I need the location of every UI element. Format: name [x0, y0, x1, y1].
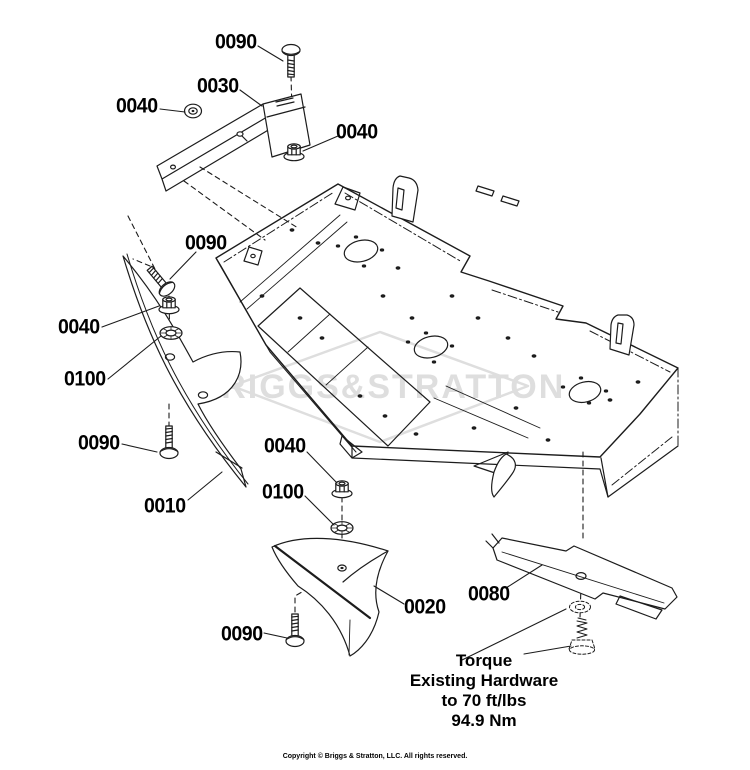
carriage-bolt-bottom [286, 614, 304, 647]
callout-0040-mid: 0040 [58, 315, 100, 339]
callout-0040-center: 0040 [264, 434, 306, 458]
part-0020-mulch-baffle [271, 537, 389, 657]
washer-mid [159, 326, 183, 340]
callout-0010: 0010 [144, 494, 186, 518]
callout-0090-top: 0090 [215, 30, 257, 54]
copyright-text: Copyright © Briggs & Stratton, LLC. All … [282, 753, 468, 760]
carriage-bolt-top [281, 43, 301, 78]
washer-center [330, 521, 354, 535]
briggs-stratton-watermark: BRIGGS&STRATTON [195, 330, 566, 444]
part-0010-curved-baffle [122, 253, 249, 488]
mower-deck-drawing [215, 175, 679, 498]
flange-nut-top-left [183, 103, 203, 119]
torque-note-line: 94.9 Nm [451, 711, 517, 730]
callout-0090-bottom: 0090 [221, 622, 263, 646]
callout-0090-lower-left: 0090 [78, 431, 120, 455]
part-0030-baffle-bracket [156, 93, 311, 192]
part-0080-blade [485, 533, 678, 620]
callout-leader-lines [101, 45, 572, 661]
flange-nut-mid [158, 296, 180, 315]
carriage-bolt-lower-left [160, 426, 178, 459]
existing-blade-hardware [568, 600, 596, 655]
callout-0040-top-left: 0040 [116, 94, 158, 118]
torque-note: Torque Existing Hardware to 70 ft/lbs 94… [384, 651, 584, 731]
callout-0030: 0030 [197, 74, 239, 98]
callout-0090-mid: 0090 [185, 231, 227, 255]
torque-note-line: Torque [455, 651, 513, 670]
deck-hanger-brackets [243, 175, 635, 356]
watermark-text: BRIGGS&STRATTON [195, 368, 566, 406]
callout-0040-top-right: 0040 [336, 120, 378, 144]
callout-0020: 0020 [404, 595, 446, 619]
torque-note-line: Existing Hardware [409, 671, 559, 690]
callout-0100-mid: 0100 [64, 367, 106, 391]
flange-nut-center [331, 480, 353, 499]
callout-0100-center: 0100 [262, 480, 304, 504]
callout-0080: 0080 [468, 582, 510, 606]
fastener-hardware [143, 43, 354, 647]
front-fin-bracket [473, 451, 516, 498]
torque-note-line: to 70 ft/lbs [441, 691, 527, 710]
